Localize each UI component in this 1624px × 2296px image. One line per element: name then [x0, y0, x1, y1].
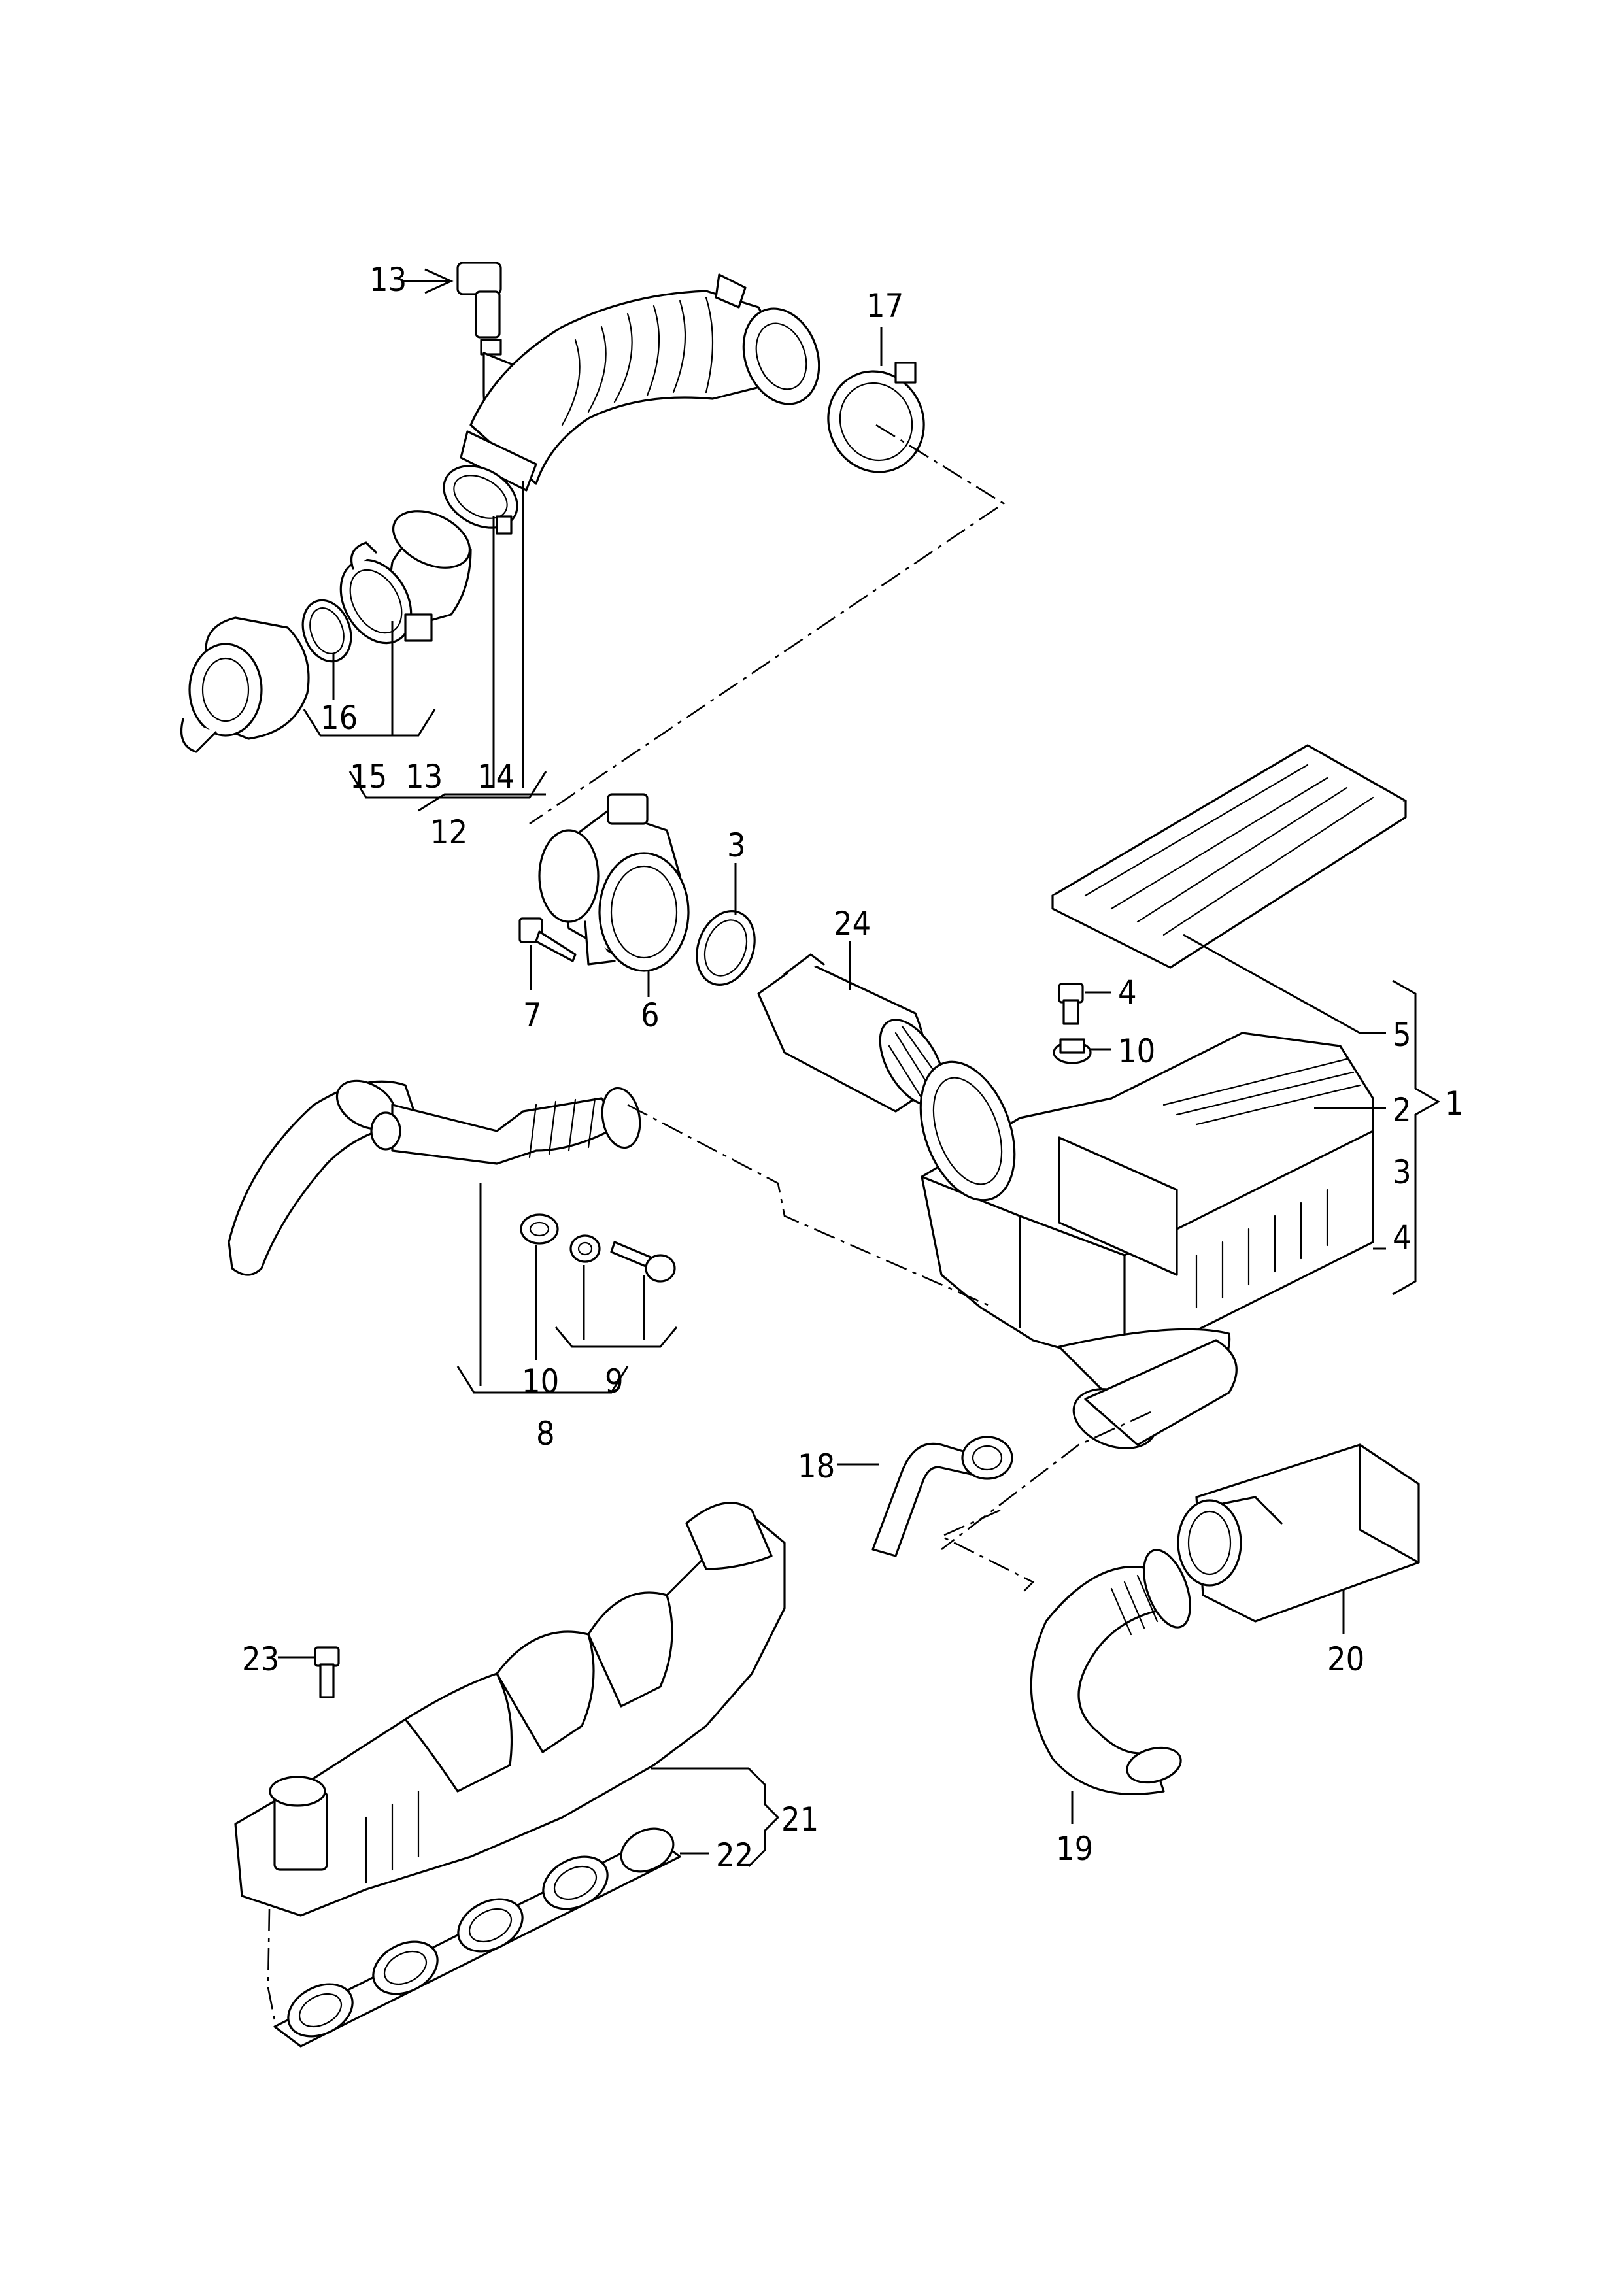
callout-1: 1 — [1445, 1085, 1464, 1123]
grommet-10-lower — [520, 1213, 559, 1245]
callout-4-top: 4 — [1118, 973, 1137, 1011]
manifold-gasket-22 — [273, 1827, 681, 2048]
hose-clamp-14 — [443, 465, 518, 535]
washer-9 — [569, 1234, 601, 1263]
callout-3-right: 3 — [1393, 1153, 1412, 1191]
callout-8: 8 — [536, 1415, 555, 1453]
upper-intake-hose — [460, 273, 820, 492]
screw-7 — [518, 917, 577, 962]
callout-5: 5 — [1393, 1016, 1412, 1054]
turbo-housing — [180, 616, 310, 753]
hose-clamp-17 — [827, 362, 925, 473]
callout-15: 15 — [350, 758, 387, 796]
callout-17: 17 — [866, 287, 904, 325]
cold-air-duct-20 — [1177, 1443, 1420, 1623]
callout-23: 23 — [242, 1640, 279, 1678]
grommet-10 — [1053, 1038, 1092, 1064]
leader-lines — [278, 268, 1441, 1868]
callout-22: 22 — [716, 1836, 753, 1874]
callout-21: 21 — [781, 1800, 819, 1838]
callout-3-top: 3 — [727, 826, 746, 864]
callout-10-right: 10 — [1118, 1032, 1155, 1070]
assembly-lines — [267, 424, 1151, 2021]
bolt-4 — [1058, 983, 1084, 1025]
callout-14: 14 — [477, 758, 515, 796]
callout-13-bracket: 13 — [405, 758, 443, 796]
callout-12: 12 — [430, 813, 467, 851]
bolt-9 — [610, 1241, 676, 1283]
callout-2: 2 — [1393, 1091, 1412, 1129]
air-mass-meter-6 — [538, 793, 690, 972]
callout-7: 7 — [523, 996, 542, 1034]
breather-hose-18 — [871, 1436, 1013, 1557]
callout-4-right: 4 — [1393, 1219, 1412, 1257]
o-ring-16 — [301, 599, 352, 663]
callout-6: 6 — [641, 996, 660, 1034]
connection-pipe-15 — [339, 510, 472, 645]
filter-cover-5 — [1051, 744, 1407, 969]
callout-16: 16 — [320, 699, 358, 737]
intake-manifold-21 — [234, 1502, 786, 1917]
callout-10-lower: 10 — [522, 1362, 559, 1400]
intake-hose-19 — [1030, 1549, 1191, 1796]
callout-24: 24 — [834, 905, 871, 943]
callout-18: 18 — [798, 1447, 835, 1485]
air-filter-housing-1 — [919, 1032, 1374, 1413]
callout-13-top: 13 — [369, 261, 407, 299]
bolt-23 — [314, 1646, 340, 1698]
callout-19: 19 — [1056, 1830, 1093, 1868]
intake-pipe-8 — [228, 1079, 641, 1276]
callout-labels: 13 17 16 15 13 14 12 3 24 7 6 4 10 5 2 1… — [242, 261, 1464, 1874]
outlet-hose — [1072, 1339, 1238, 1449]
o-ring-3 — [696, 910, 756, 986]
callout-20: 20 — [1327, 1640, 1364, 1678]
callout-9: 9 — [605, 1362, 624, 1400]
